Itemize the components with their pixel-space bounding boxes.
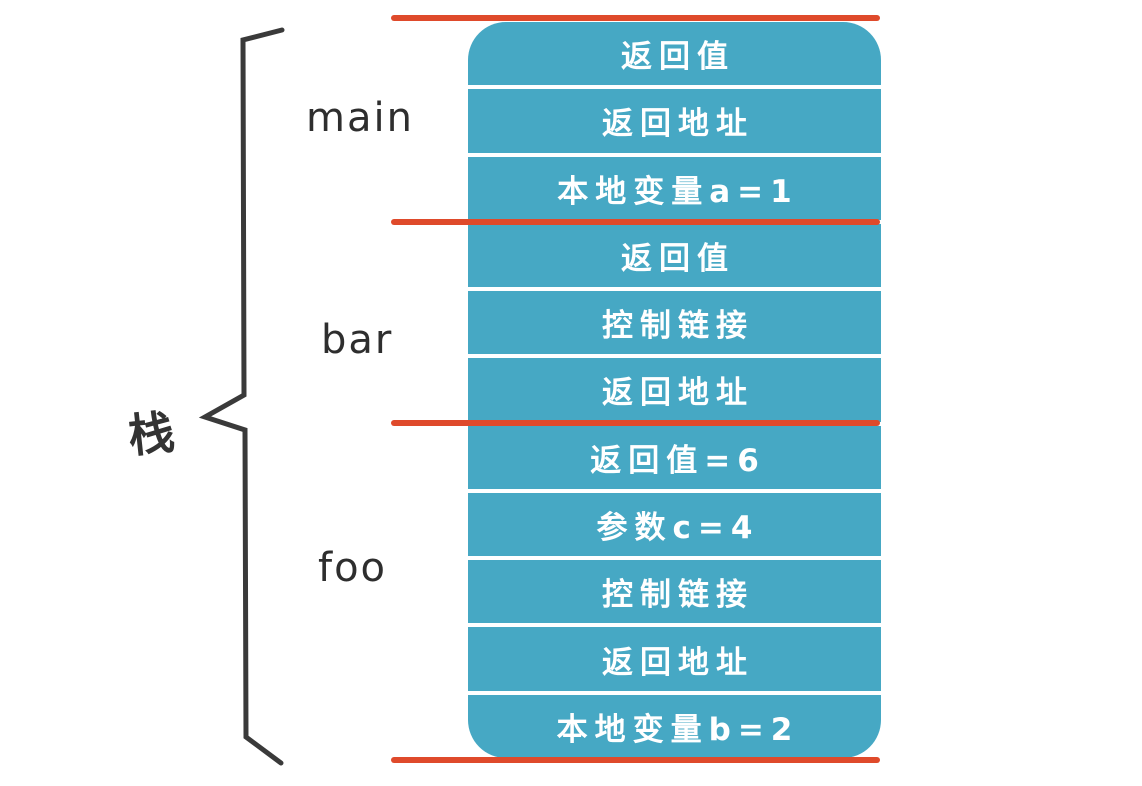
stack-cell-foo-local-var-b: 本地变量b=2 — [468, 694, 881, 758]
frame-label-main: main — [306, 95, 414, 141]
stack-cell-bar-return-address: 返回地址 — [468, 358, 881, 422]
stack-cell-foo-return-value: 返回值=6 — [468, 425, 881, 489]
section-divider-main-bar — [391, 219, 880, 225]
section-divider-top — [391, 15, 880, 21]
stack-cell-bar-control-link: 控制链接 — [468, 291, 881, 355]
stack-box: 返回值 返回地址 本地变量a=1 返回值 控制链接 返回地址 返回值=6 参数c… — [468, 22, 881, 758]
section-divider-bottom — [391, 757, 880, 763]
stack-cell-main-return-address: 返回地址 — [468, 89, 881, 153]
stack-cell-foo-control-link: 控制链接 — [468, 560, 881, 624]
stack-cell-foo-return-address: 返回地址 — [468, 627, 881, 691]
stack-cell-bar-return-value: 返回值 — [468, 223, 881, 288]
frame-label-foo: foo — [318, 545, 388, 591]
stack-cell-main-return-value: 返回值 — [468, 22, 881, 86]
stack-cell-foo-param-c: 参数c=4 — [468, 492, 881, 557]
frame-label-bar: bar — [321, 317, 394, 363]
stack-title-label: 栈 — [125, 404, 180, 464]
section-divider-bar-foo — [391, 420, 880, 426]
stack-cell-main-local-var-a: 本地变量a=1 — [468, 156, 881, 220]
brace-polyline — [198, 27, 285, 766]
stack-brace — [198, 27, 285, 766]
